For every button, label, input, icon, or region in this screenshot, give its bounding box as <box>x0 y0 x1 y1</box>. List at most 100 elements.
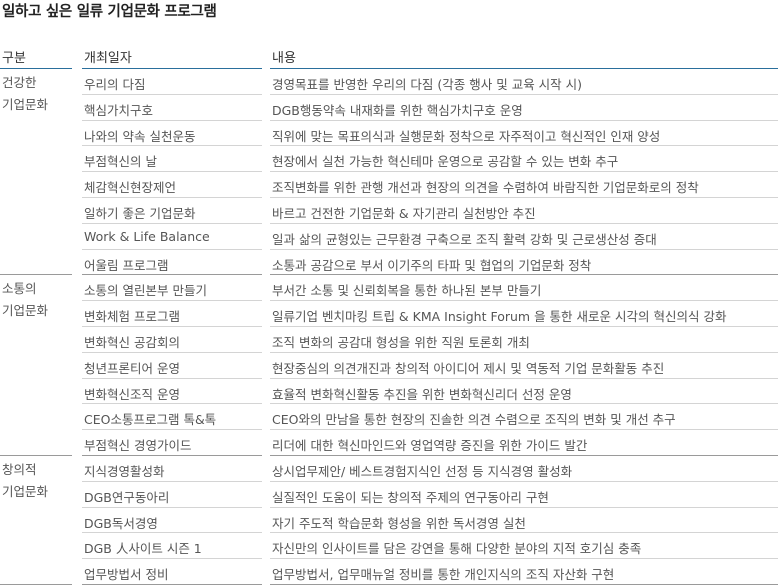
row-divider <box>270 119 778 121</box>
header-rule-program <box>82 68 262 69</box>
row-divider <box>270 532 778 534</box>
program-name: 소통의 열린본부 만들기 <box>84 283 207 299</box>
row-divider <box>270 558 778 560</box>
category-divider <box>0 454 72 456</box>
category-divider <box>0 274 72 276</box>
row-divider <box>270 480 778 482</box>
row-divider <box>270 248 778 250</box>
row-divider <box>82 196 262 198</box>
program-name: 변화혁신조직 운영 <box>84 386 180 402</box>
row-divider <box>270 300 778 302</box>
row-divider <box>82 93 262 95</box>
row-divider <box>82 325 262 327</box>
program-description: 업무방법서, 업무매뉴얼 정비를 통한 개인지식의 조직 자산화 구현 <box>272 567 615 583</box>
program-description: 조직변화를 위한 관행 개선과 현장의 의견을 수렴하여 바람직한 기업문화로의… <box>272 180 699 196</box>
table-row: 변화혁신조직 운영 효율적 변화혁신활동 추진을 위한 변화혁신리더 선정 운영 <box>82 379 778 405</box>
row-divider <box>82 145 262 147</box>
program-description: 일과 삶의 균형있는 근무환경 구축으로 조직 활력 강화 및 근로생산성 증대 <box>272 231 657 247</box>
program-description: 효율적 변화혁신활동 추진을 위한 변화혁신리더 선정 운영 <box>272 386 572 402</box>
category-label-line: 건강한 <box>2 75 37 90</box>
header-category: 구분 <box>2 51 26 66</box>
table-row: 부점혁신의 날 현장에서 실천 가능한 혁신테마 운영으로 공감할 수 있는 변화… <box>82 146 778 173</box>
row-divider <box>82 377 262 379</box>
row-divider <box>270 171 778 173</box>
row-divider <box>82 558 262 560</box>
program-description: CEO와의 만남을 통한 현장의 진솔한 의견 수렴으로 조직의 변화 및 개선… <box>272 412 676 428</box>
row-divider <box>270 274 778 276</box>
row-divider <box>270 351 778 353</box>
row-divider <box>82 480 262 482</box>
category-label-line: 소통의 <box>2 281 37 297</box>
program-name: DGB 人사이트 시즌 1 <box>84 541 202 557</box>
row-divider <box>270 325 778 327</box>
program-name: 체감혁신현장제언 <box>84 180 177 196</box>
program-name: 우리의 다짐 <box>84 77 146 92</box>
program-name: 변화체험 프로그램 <box>84 309 180 325</box>
row-divider <box>270 429 778 431</box>
header-program: 개최일자 <box>84 51 132 66</box>
row-divider <box>82 119 262 121</box>
program-name: 어울림 프로그램 <box>84 257 169 273</box>
program-name: 부점혁신의 날 <box>84 154 157 170</box>
program-name: 청년프론티어 운영 <box>84 360 180 376</box>
header-rule-category <box>0 68 72 69</box>
program-name: 부점혁신 경영가이드 <box>84 438 192 454</box>
row-divider <box>270 454 778 456</box>
category-label-line: 창의적 <box>2 461 37 477</box>
row-divider <box>270 403 778 405</box>
program-name: 변화혁신 공감회의 <box>84 334 180 350</box>
row-divider <box>82 274 262 276</box>
program-name: CEO소통프로그램 톡&톡 <box>84 412 217 428</box>
program-description: 자신만의 인사이트를 담은 강연을 통해 다양한 분야의 지적 호기심 충족 <box>272 541 642 557</box>
program-description: 일류기업 벤치마킹 트립 & KMA Insight Forum 을 통한 새로… <box>272 309 727 325</box>
row-divider <box>270 506 778 508</box>
page-title: 일하고 싶은 일류 기업문화 프로그램 <box>2 4 217 20</box>
table-row: 체감혁신현장제언 조직변화를 위한 관행 개선과 현장의 의견을 수렴하여 바람직… <box>82 172 778 198</box>
program-description: 직위에 맞는 목표의식과 실행문화 정착으로 자주적이고 혁신적인 인재 양성 <box>272 128 661 144</box>
header-rule-content <box>270 68 778 69</box>
row-divider <box>270 145 778 147</box>
table-row: 일하기 좋은 기업문화 바르고 건전한 기업문화 & 자기관리 실천방안 추진 <box>82 198 778 224</box>
category-label-line: 기업문화 <box>2 97 49 112</box>
table-row: 업무방법서 정비 업무방법서, 업무매뉴얼 정비를 통한 개인지식의 조직 자산화… <box>82 559 778 585</box>
category-label-line: 기업문화 <box>2 303 49 319</box>
row-divider <box>82 222 262 224</box>
row-divider <box>82 532 262 534</box>
table-header: 구분 개최일자 내용 <box>0 43 778 69</box>
row-divider <box>270 196 778 198</box>
program-name: 지식경영활성화 <box>84 463 165 479</box>
category-label-line: 기업문화 <box>2 483 49 499</box>
program-description: 소통과 공감으로 부서 이기주의 타파 및 협업의 기업문화 정착 <box>272 257 592 273</box>
program-description: 현장에서 실천 가능한 혁신테마 운영으로 공감할 수 있는 변화 추구 <box>272 154 619 170</box>
program-description: 실질적인 도움이 되는 창의적 주제의 연구동아리 구현 <box>272 489 549 505</box>
header-content: 내용 <box>272 51 296 66</box>
program-name: 일하기 좋은 기업문화 <box>84 205 196 221</box>
row-divider <box>270 377 778 379</box>
row-divider <box>82 506 262 508</box>
program-description: DGB행동약속 내재화를 위한 핵심가치구호 운영 <box>272 102 523 118</box>
program-name: DGB독서경영 <box>84 515 158 531</box>
program-name: 업무방법서 정비 <box>84 567 169 583</box>
table-row: 변화체험 프로그램 일류기업 벤치마킹 트립 & KMA Insight Foru… <box>82 301 778 327</box>
table-row: CEO소통프로그램 톡&톡 CEO와의 만남을 통한 현장의 진솔한 의견 수렴으… <box>82 404 778 431</box>
row-divider <box>82 351 262 353</box>
row-divider <box>82 454 262 456</box>
row-divider <box>82 248 262 250</box>
program-description: 바르고 건전한 기업문화 & 자기관리 실천방안 추진 <box>272 205 536 221</box>
row-divider <box>82 403 262 405</box>
